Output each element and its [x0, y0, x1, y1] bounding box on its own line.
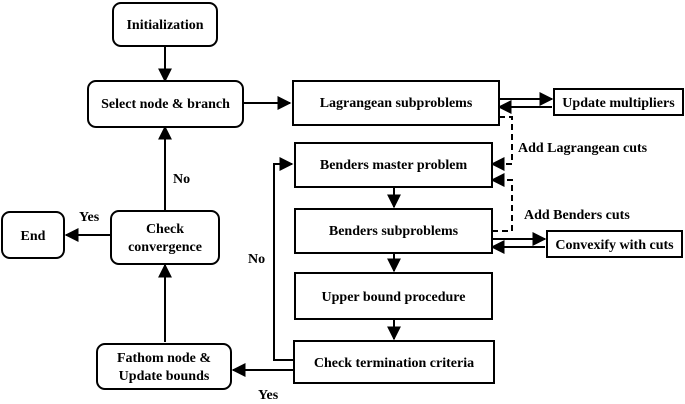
- node-benders-master-problem: Benders master problem: [294, 142, 493, 188]
- node-check-termination-criteria: Check termination criteria: [293, 340, 495, 384]
- label-convergence-yes: Yes: [79, 210, 100, 225]
- edge-termination-no-loop: [273, 157, 294, 361]
- node-upper-bound-procedure: Upper bound procedure: [294, 272, 493, 320]
- node-initialization: Initialization: [112, 2, 218, 47]
- node-benders-subproblems-label: Benders subproblems: [329, 224, 459, 239]
- node-check-convergence: Check convergence: [110, 210, 220, 265]
- label-add-benders-cuts: Add Benders cuts: [524, 208, 630, 223]
- node-end-label: End: [21, 229, 46, 244]
- label-convergence-no: No: [173, 172, 190, 187]
- node-check-convergence-label-line2: convergence: [128, 240, 202, 255]
- node-lagrangean-subproblems: Lagrangean subproblems: [292, 80, 500, 126]
- node-select-node-branch: Select node & branch: [87, 80, 244, 128]
- edge-add-benders-cuts: [490, 173, 513, 232]
- node-fathom-node-label-line2: Update bounds: [119, 369, 210, 384]
- label-termination-yes: Yes: [258, 388, 279, 403]
- node-convexify-with-cuts-label: Convexify with cuts: [555, 238, 674, 253]
- node-fathom-node-update-bounds: Fathom node & Update bounds: [96, 343, 232, 390]
- node-upper-bound-procedure-label: Upper bound procedure: [322, 290, 466, 305]
- node-convexify-with-cuts: Convexify with cuts: [546, 230, 683, 258]
- edge-add-lagrangean-cuts: [490, 116, 513, 171]
- node-check-convergence-label-line1: Check: [146, 222, 184, 237]
- label-add-lagrangean-cuts: Add Lagrangean cuts: [518, 141, 648, 156]
- node-check-termination-criteria-label: Check termination criteria: [314, 356, 474, 371]
- node-update-multipliers: Update multipliers: [553, 88, 684, 116]
- node-end: End: [1, 211, 65, 259]
- node-select-node-branch-label: Select node & branch: [101, 97, 230, 112]
- node-initialization-label: Initialization: [126, 18, 203, 33]
- node-update-multipliers-label: Update multipliers: [562, 96, 675, 111]
- node-lagrangean-subproblems-label: Lagrangean subproblems: [320, 96, 473, 111]
- label-termination-no: No: [248, 252, 265, 267]
- node-benders-master-problem-label: Benders master problem: [320, 158, 468, 173]
- node-fathom-node-label-line1: Fathom node &: [117, 351, 211, 366]
- node-benders-subproblems: Benders subproblems: [294, 208, 493, 254]
